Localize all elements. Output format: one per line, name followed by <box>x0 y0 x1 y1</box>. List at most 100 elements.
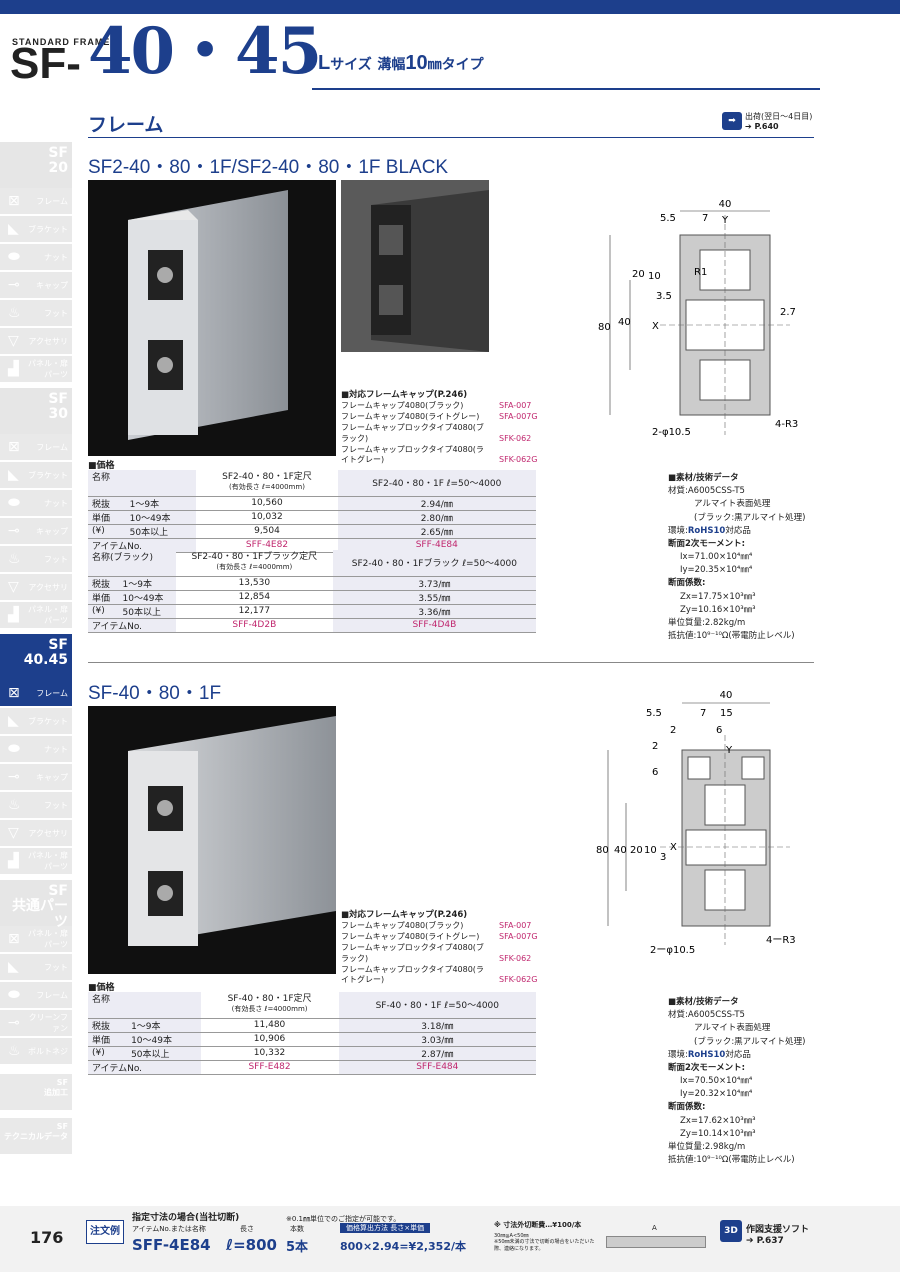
sidebar-item-3-1[interactable]: ◣フット <box>0 954 72 982</box>
standard-label: STANDARD FRAME <box>12 37 111 47</box>
sidebar-item-icon: ⊸ <box>8 277 20 293</box>
sidebar-item-0-0[interactable]: ⊠フレーム <box>0 188 72 216</box>
sidebar-item-1-2[interactable]: ⬬ナット <box>0 490 72 518</box>
sidebar-item-icon: ▽ <box>8 333 19 349</box>
sidebar-item-icon: ⊠ <box>8 193 20 209</box>
order-col2: 長さ <box>240 1225 254 1233</box>
section-title: フレーム <box>88 114 164 136</box>
order-item: SFF-4E84 <box>132 1236 211 1254</box>
sidebar-item-1-0[interactable]: ⊠フレーム <box>0 434 72 462</box>
sidebar-item-1-5[interactable]: ▽アクセサリ <box>0 574 72 602</box>
sidebar-item-icon: ◣ <box>8 713 19 729</box>
cut-note: ※50㎜未満の寸法で切断の場合をいただいた際、連絡になります。 <box>494 1239 595 1252</box>
axis-y: Y <box>721 215 729 226</box>
cap-row: フレームキャップ4080(ライトグレー)SFA-007G <box>341 412 538 422</box>
sidebar-item-0-5[interactable]: ▽アクセサリ <box>0 328 72 356</box>
sidebar-item-0-4[interactable]: ♨フット <box>0 300 72 328</box>
sidebar-item-2-6[interactable]: ▟パネル・扉パーツ <box>0 848 72 876</box>
sidebar-item-2-3[interactable]: ⊸キャップ <box>0 764 72 792</box>
order-col4: 価格算出方法 長さ×単価 <box>340 1223 431 1233</box>
dim2-80: 80 <box>596 845 609 856</box>
cad-software[interactable]: 作図支援ソフト <box>746 1225 810 1235</box>
sidebar-item-icon: ◣ <box>8 467 19 483</box>
sidebar-item-icon: ⬬ <box>8 495 20 511</box>
order-col3: 本数 <box>290 1225 304 1233</box>
cad-3d-icon[interactable]: 3D <box>720 1220 742 1242</box>
caps-heading: ■対応フレームキャップ(P.246) <box>341 910 468 920</box>
dim-7: 7 <box>702 213 708 224</box>
sidebar-item-icon: ▽ <box>8 825 19 841</box>
sidebar-item-2-0[interactable]: ⊠フレーム <box>0 680 72 708</box>
sidebar-item-icon: ♨ <box>8 1043 21 1059</box>
sidebar-item-icon: ♨ <box>8 305 21 321</box>
sidebar-item-2-4[interactable]: ♨フット <box>0 792 72 820</box>
dim2-2: 2 <box>670 725 676 736</box>
dim2-40: 40 <box>720 690 733 701</box>
dim-hole: 2-φ10.5 <box>652 427 691 438</box>
sidebar-item-2-1[interactable]: ◣ブラケット <box>0 708 72 736</box>
sidebar-item-0-2[interactable]: ⬬ナット <box>0 244 72 272</box>
sidebar-item-icon: ▟ <box>8 361 19 377</box>
sidebar-item-3-0[interactable]: ⊠パネル・扉パーツ <box>0 926 72 954</box>
sidebar-item-icon: ⊠ <box>8 931 20 947</box>
sidebar-item-icon: ⊸ <box>8 523 20 539</box>
sidebar-item-icon: ▟ <box>8 607 19 623</box>
cad-page[interactable]: ➔ P.637 <box>746 1236 784 1246</box>
product1-photo <box>88 180 336 456</box>
sidebar-item-0-6[interactable]: ▟パネル・扉パーツ <box>0 356 72 384</box>
cut-bar <box>606 1236 706 1248</box>
sidebar-item-icon: ⬬ <box>8 249 20 265</box>
cap-row: フレームキャップ4080(ライトグレー)SFA-007G <box>341 932 538 942</box>
sidebar-item-3-4[interactable]: ♨ボルトネジ <box>0 1038 72 1066</box>
sidebar-item-3-2[interactable]: ⬬フレーム <box>0 982 72 1010</box>
product2-drawing: 40 5.5 7 15 2 6 Y 6 2 80 40 20 10 3 X 2ー… <box>596 690 796 956</box>
dim2-40-v: 40 <box>614 845 627 856</box>
sidebar-item-1-3[interactable]: ⊸キャップ <box>0 518 72 546</box>
sidebar-item-icon: ▟ <box>8 853 19 869</box>
sidebar-item-1-1[interactable]: ◣ブラケット <box>0 462 72 490</box>
truck-icon: ➡ <box>722 112 742 130</box>
top-bar <box>0 0 900 14</box>
dim2-15: 15 <box>720 708 733 719</box>
order-col1: アイテムNo.または名称 <box>132 1225 206 1233</box>
sidebar-item-1-6[interactable]: ▟パネル・扉パーツ <box>0 602 72 630</box>
product1-black-photo <box>341 180 489 352</box>
series-prefix: SF- <box>10 39 81 88</box>
dim2-5-5: 5.5 <box>646 708 662 719</box>
dim2-7: 7 <box>700 708 706 719</box>
cap-row: フレームキャップロックタイプ4080(ブラック)SFK-062 <box>341 423 532 443</box>
sidebar-item-3-3[interactable]: ⊸クリーンファン <box>0 1010 72 1038</box>
product1-price-label: ■価格 <box>88 461 115 471</box>
sidebar-item-2-5[interactable]: ▽アクセサリ <box>0 820 72 848</box>
sidebar-item-2-2[interactable]: ⬬ナット <box>0 736 72 764</box>
product2-title: SF-40・80・1F <box>88 683 222 704</box>
dim-r3: 4-R3 <box>775 419 798 430</box>
cap-row: フレームキャップロックタイプ4080(ライトグレー)SFK-062G <box>341 444 538 465</box>
sidebar-item-icon: ⊸ <box>8 769 20 785</box>
sidebar-item-0-3[interactable]: ⊸キャップ <box>0 272 72 300</box>
dim-40-v: 40 <box>618 317 631 328</box>
subtitle-underline <box>312 88 820 90</box>
order-title: 指定寸法の場合(当社切断) <box>132 1213 240 1223</box>
sidebar-item-icon: ◣ <box>8 221 19 237</box>
sidebar-item-0-1[interactable]: ◣ブラケット <box>0 216 72 244</box>
product1-title: SF2-40・80・1F/SF2-40・80・1F BLACK <box>88 157 449 178</box>
cap-row: フレームキャップ4080(ブラック)SFA-007 <box>341 921 532 931</box>
dim2-6b: 6 <box>652 767 658 778</box>
cut-a-label: A <box>652 1224 657 1232</box>
sidebar-item-1-4[interactable]: ♨フット <box>0 546 72 574</box>
shipping-info[interactable]: ➡出荷(翌日〜4日目)➔ P.640 <box>722 112 812 133</box>
